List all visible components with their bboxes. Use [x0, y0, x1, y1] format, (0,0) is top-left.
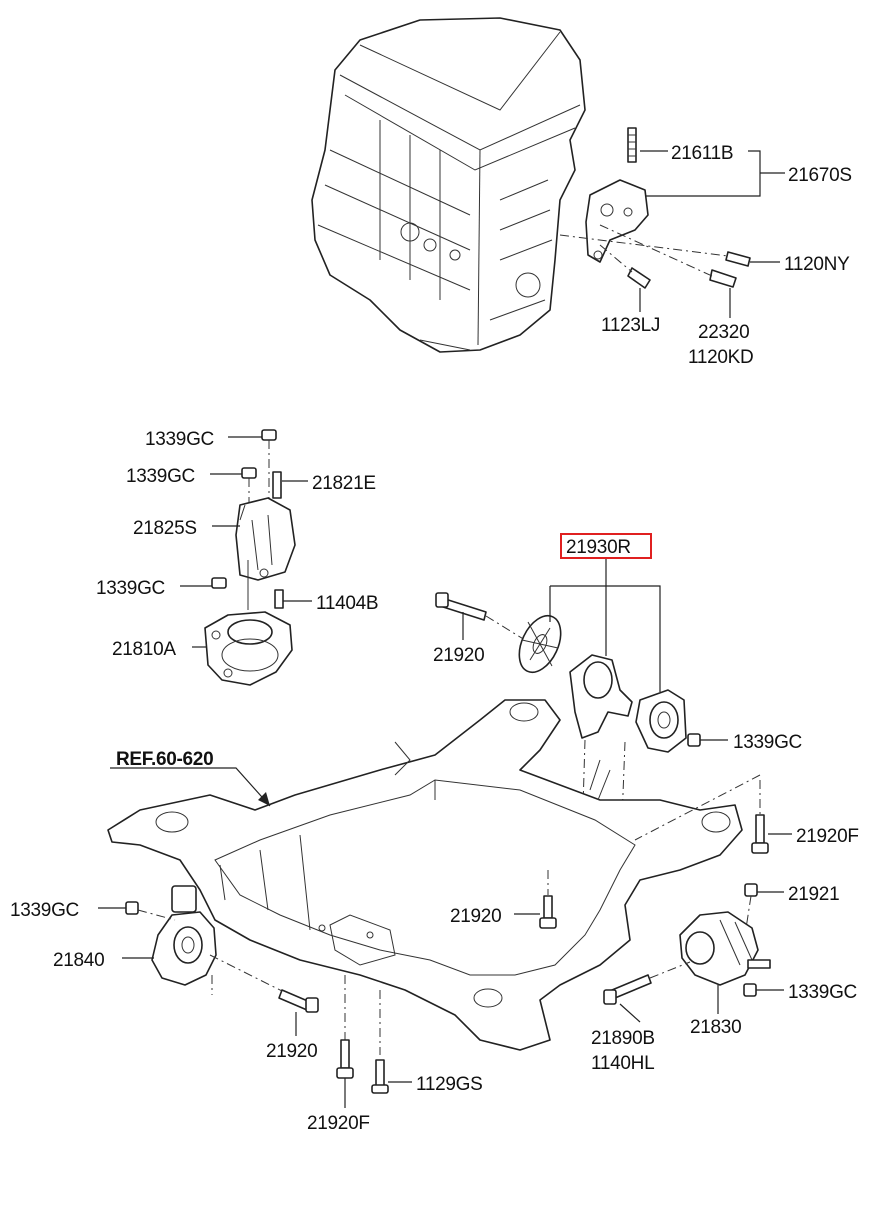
- label-21810A: 21810A: [112, 639, 176, 660]
- label-21825S: 21825S: [133, 518, 197, 539]
- label-1339GC-second: 1339GC: [126, 466, 195, 487]
- highlight-box-21930R: [560, 533, 652, 559]
- rear-right-mount: [603, 883, 771, 1005]
- label-22320: 22320: [698, 322, 749, 343]
- leader-lines: [98, 150, 792, 1108]
- mount-21930R-group: [435, 557, 701, 841]
- label-ref-60-620: REF.60-620: [116, 749, 213, 770]
- label-1129GS: 1129GS: [416, 1074, 483, 1095]
- label-1339GC-third: 1339GC: [96, 578, 165, 599]
- label-21920-upper: 21920: [433, 645, 484, 666]
- label-21920-lower: 21920: [266, 1041, 317, 1062]
- subframe: [107, 699, 743, 1051]
- label-1339GC-top: 1339GC: [145, 429, 214, 450]
- label-21840: 21840: [53, 950, 104, 971]
- callout-labels: 21611B 21670S 1120NY 1123LJ 22320 1120KD…: [10, 143, 859, 1134]
- engine-block: [311, 17, 586, 353]
- label-1120KD: 1120KD: [688, 347, 753, 368]
- label-21930R: 21930R: [566, 537, 631, 558]
- engine-bracket: [559, 127, 751, 289]
- label-1140HL: 1140HL: [591, 1053, 654, 1074]
- label-21611B: 21611B: [671, 143, 733, 164]
- label-1120NY: 1120NY: [784, 254, 850, 275]
- label-21830: 21830: [690, 1017, 741, 1038]
- label-1339GC-left: 1339GC: [10, 900, 79, 921]
- label-21920-center: 21920: [450, 906, 501, 927]
- label-21670S: 21670S: [788, 165, 852, 186]
- label-1123LJ: 1123LJ: [601, 315, 660, 336]
- label-1339GC-right: 1339GC: [733, 732, 802, 753]
- label-11404B: 11404B: [316, 593, 378, 614]
- label-21920F-bottom: 21920F: [307, 1113, 370, 1134]
- label-21920F-right: 21920F: [796, 826, 859, 847]
- ref-arrow: [110, 767, 271, 807]
- left-engine-mount: [204, 429, 296, 686]
- bottom-bolts: [336, 774, 769, 1094]
- label-1339GC-bottom-right: 1339GC: [788, 982, 857, 1003]
- label-21890B: 21890B: [591, 1028, 655, 1049]
- label-21821E: 21821E: [312, 473, 376, 494]
- label-21921: 21921: [788, 884, 839, 905]
